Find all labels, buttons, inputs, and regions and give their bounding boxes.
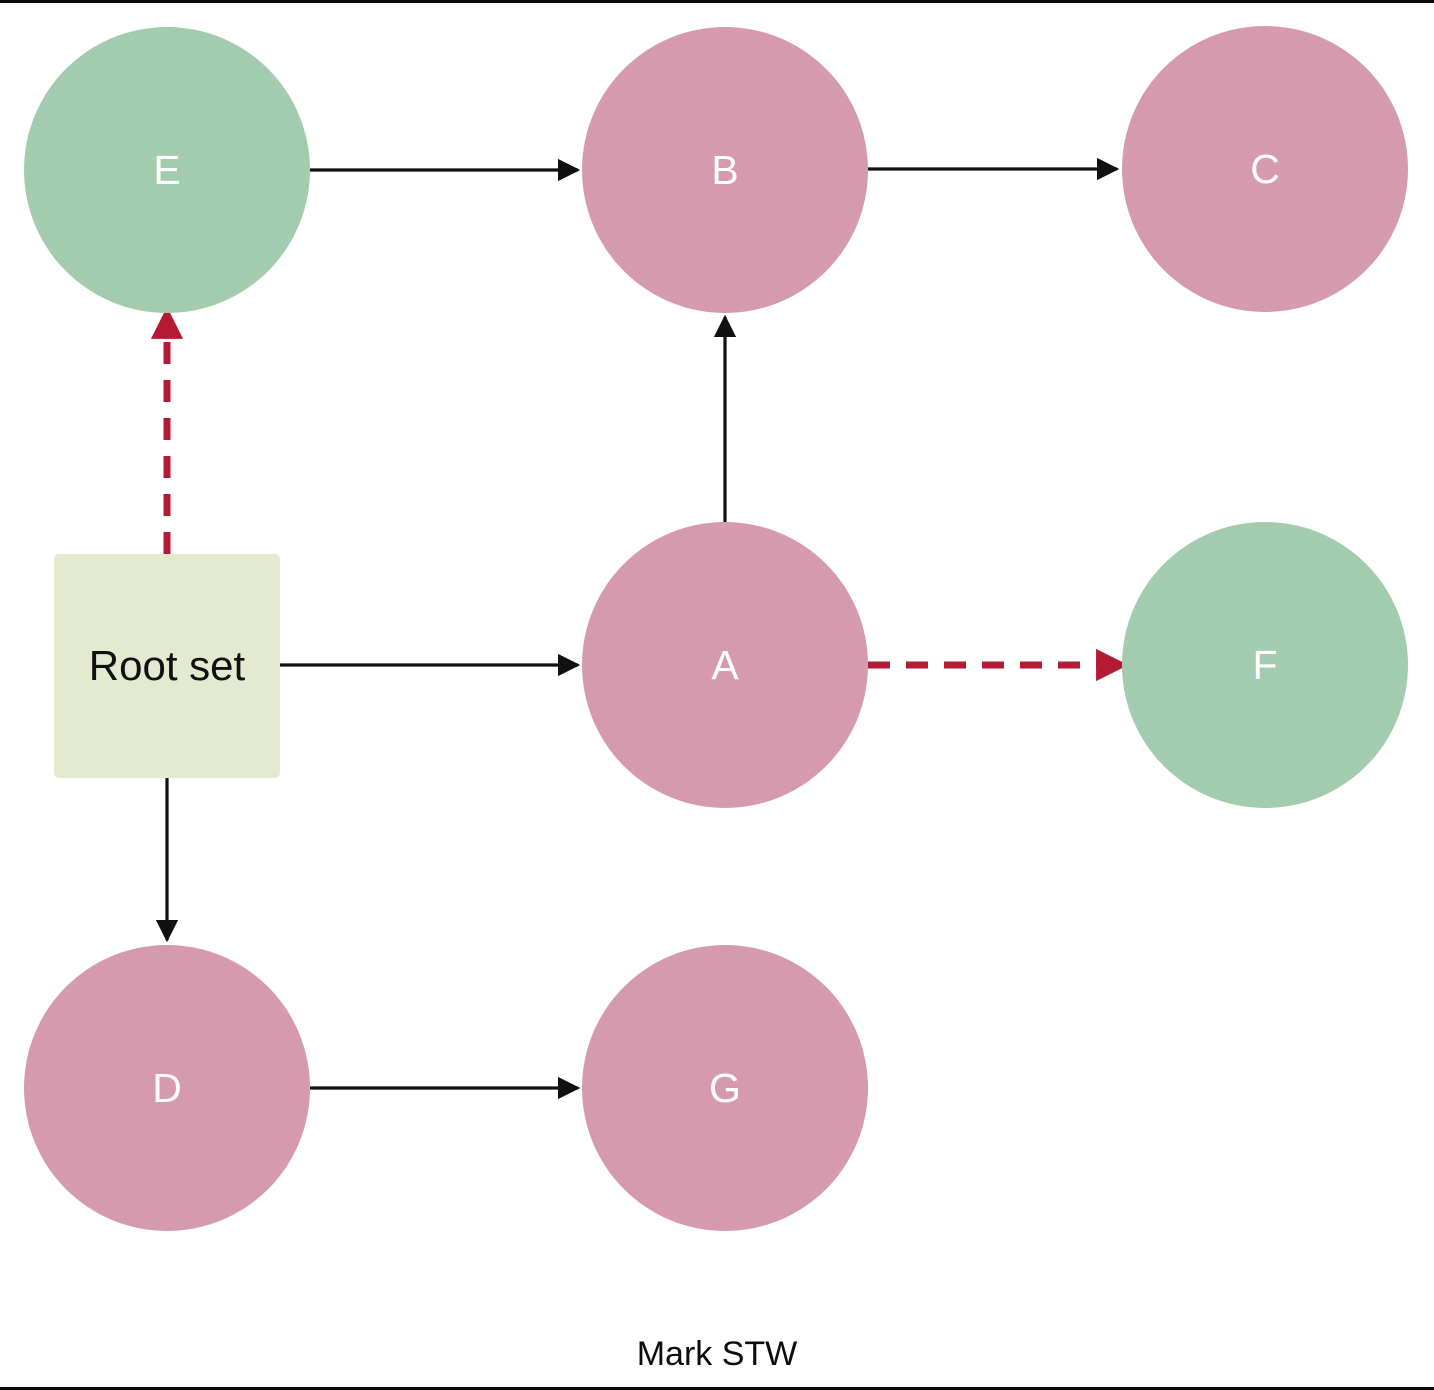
node-e[interactable]: E <box>24 27 310 313</box>
node-a[interactable]: A <box>582 522 868 808</box>
node-c[interactable]: C <box>1122 26 1408 312</box>
node-label-b: B <box>711 146 739 193</box>
node-label-f: F <box>1252 641 1278 688</box>
node-b[interactable]: B <box>582 27 868 313</box>
node-label-a: A <box>711 641 739 688</box>
node-label-d: D <box>152 1064 182 1111</box>
node-label-g: G <box>709 1064 741 1111</box>
node-label-root-set: Root set <box>88 642 246 689</box>
node-d[interactable]: D <box>24 945 310 1231</box>
node-label-e: E <box>153 146 181 193</box>
node-root-set[interactable]: Root set <box>54 554 280 778</box>
node-label-c: C <box>1250 145 1280 192</box>
edge-layer <box>150 157 1129 1100</box>
diagram-caption: Mark STW <box>636 1335 798 1373</box>
node-f[interactable]: F <box>1122 522 1408 808</box>
node-g[interactable]: G <box>582 945 868 1231</box>
